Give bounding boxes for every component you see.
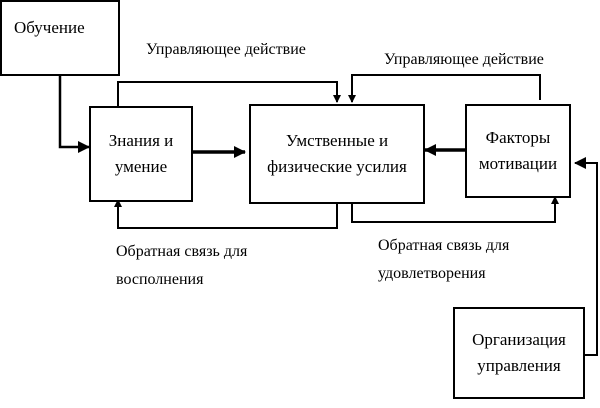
node-management: Организация управления [453,307,585,399]
label-feedback-left-line2: восполнения [116,271,204,288]
label-feedback-right-line1: Обратная связь для [378,237,510,254]
node-training-label: Обучение [14,18,85,37]
node-motivation: Факторы мотивации [465,104,571,198]
edge-feedback-left [114,199,338,229]
node-knowledge-line2: умение [114,157,168,176]
edge-control-left [117,81,341,107]
node-effort-line1: Умственные и [285,131,389,150]
label-control-right: Управляющее действие [384,51,544,68]
edge-management-motivation [574,157,598,356]
edge-feedback-right [351,196,559,223]
node-management-line2: управления [477,356,561,375]
label-feedback-left-line1: Обратная связь для [116,243,248,260]
node-effort-line2: физические усилия [267,157,407,176]
node-effort: Умственные и физические усилия [249,104,425,204]
node-training: Обучение [0,0,120,76]
label-feedback-right: Обратная связь для удовлетворения [378,232,509,288]
node-knowledge-line1: Знания и [108,131,174,150]
node-motivation-line1: Факторы [485,128,551,147]
node-knowledge: Знания и умение [89,106,193,202]
node-management-line1: Организация [472,330,566,349]
label-feedback-left: Обратная связь для восполнения [116,238,247,294]
label-control-left: Управляющее действие [146,41,306,58]
label-feedback-right-line2: удовлетворения [378,265,486,282]
node-motivation-line2: мотивации [478,154,558,173]
edge-training-knowledge [58,75,90,153]
edge-control-right [348,74,541,103]
